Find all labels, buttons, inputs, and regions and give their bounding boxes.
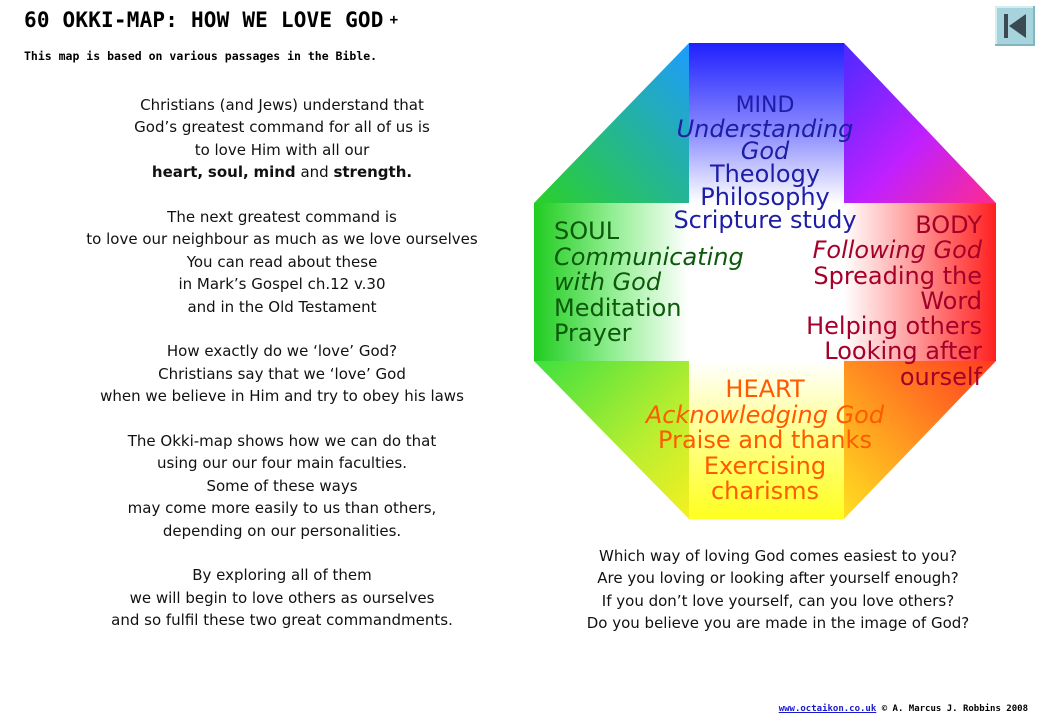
title-text: 60 OKKI-MAP: HOW WE LOVE GOD [24, 8, 384, 32]
intro-line: Some of these ways [206, 476, 358, 495]
intro-line: The Okki-map shows how we can do that [127, 432, 437, 451]
okki-map: MIND Understanding God Theology Philosop… [534, 43, 996, 519]
reflection-questions: Which way of loving God comes easiest to… [548, 545, 1008, 635]
soul-item: Meditation [554, 293, 682, 322]
intro-paragraph-1: Christians (and Jews) understand that Go… [42, 94, 522, 184]
intro-paragraph-2: The next greatest command is to love our… [42, 206, 522, 318]
question: Which way of loving God comes easiest to… [599, 547, 957, 565]
heart-item: Exercising [703, 451, 827, 480]
intro-text: Christians (and Jews) understand that Go… [42, 94, 522, 654]
intro-line: You can read about these [186, 252, 378, 271]
page-subtitle: This map is based on various passages in… [24, 49, 378, 63]
footer: www.octaikon.co.uk © A. Marcus J. Robbin… [779, 704, 1028, 714]
question: Do you believe you are made in the image… [586, 614, 970, 633]
body-item: Following God [812, 236, 982, 265]
word-mind: mind [253, 163, 296, 182]
body-item: Word [920, 286, 982, 315]
intro-line: to love our neighbour as much as we love… [86, 230, 478, 249]
intro-line: and in the Old Testament [187, 297, 377, 316]
word-soul: soul, [207, 163, 249, 182]
heart-item: charisms [710, 477, 820, 505]
mind-zone [689, 43, 844, 203]
mind-item: Understanding [676, 114, 854, 143]
mind-labels: MIND Understanding God Theology Philosop… [534, 93, 996, 234]
page-title: 60 OKKI-MAP: HOW WE LOVE GOD + [24, 8, 398, 32]
heart-item: Acknowledging God [645, 400, 885, 429]
intro-line: By exploring all of them [192, 566, 372, 585]
mind-item: Theology [709, 160, 821, 189]
heart-zone [689, 361, 844, 519]
corner-mind-soul [534, 43, 689, 203]
website-link[interactable]: www.octaikon.co.uk [778, 704, 877, 714]
body-labels: BODY Following God Spreading the Word He… [806, 211, 982, 391]
intro-paragraph-3: How exactly do we ‘love’ God? Christians… [42, 340, 522, 407]
heart-labels: HEART Acknowledging God Praise and thank… [534, 375, 996, 505]
title-plus: + [389, 12, 399, 28]
intro-line: in Mark’s Gospel ch.12 v.30 [178, 275, 386, 294]
corner-mind-body [844, 43, 996, 203]
heart-heading: HEART [725, 375, 805, 403]
intro-line: using our our four main faculties. [157, 454, 407, 473]
intro-line: Christians say that we ‘love’ God [158, 364, 406, 383]
intro-line: How exactly do we ‘love’ God? [166, 342, 398, 361]
faculties-line: heart, soul, mind and strength. [42, 161, 522, 183]
intro-paragraph-5: By exploring all of them we will begin t… [42, 564, 522, 631]
question: Are you loving or looking after yourself… [597, 569, 959, 588]
intro-line: when we believe in Him and try to obey h… [100, 387, 464, 406]
corner-body-heart [844, 361, 996, 519]
soul-item: Prayer [554, 319, 632, 347]
soul-heading: SOUL [554, 217, 620, 245]
centre-zone [689, 203, 844, 361]
intro-line: Christians (and Jews) understand that [140, 96, 424, 114]
intro-line: God’s greatest command for all of us is [134, 118, 430, 137]
body-item: Spreading the [813, 261, 982, 290]
body-zone [844, 203, 996, 361]
corner-soul-heart [534, 361, 689, 519]
intro-line: to love Him with all our [194, 140, 370, 159]
soul-item: with God [554, 268, 662, 296]
intro-paragraph-4: The Okki-map shows how we can do that us… [42, 430, 522, 542]
intro-line: depending on our personalities. [162, 521, 402, 540]
okki-octagon [534, 43, 996, 519]
skip-back-icon [1004, 14, 1026, 38]
body-item: Helping others [806, 312, 982, 341]
soul-item: Communicating [554, 242, 744, 271]
mind-item: Philosophy [700, 182, 830, 211]
mind-item: God [740, 137, 790, 166]
intro-line: The next greatest command is [167, 208, 397, 227]
body-item: Looking after [824, 337, 982, 366]
body-item: ourself [899, 362, 982, 391]
soul-zone [534, 203, 689, 361]
word-and: and [300, 163, 329, 182]
word-strength: strength. [333, 163, 413, 182]
intro-line: may come more easily to us than others, [127, 499, 437, 518]
intro-line: we will begin to love others as ourselve… [129, 588, 435, 607]
mind-heading: MIND [735, 93, 795, 118]
heart-item: Praise and thanks [658, 426, 872, 454]
copyright: © A. Marcus J. Robbins 2008 [881, 704, 1028, 714]
mind-item: Scripture study [673, 205, 857, 234]
body-heading: BODY [915, 211, 982, 239]
word-heart: heart, [151, 163, 204, 182]
question: If you don’t love yourself, can you love… [601, 591, 955, 610]
back-button[interactable] [995, 6, 1035, 46]
soul-labels: SOUL Communicating with God Meditation P… [554, 217, 744, 347]
intro-line: and so fulfil these two great commandmen… [111, 611, 453, 630]
